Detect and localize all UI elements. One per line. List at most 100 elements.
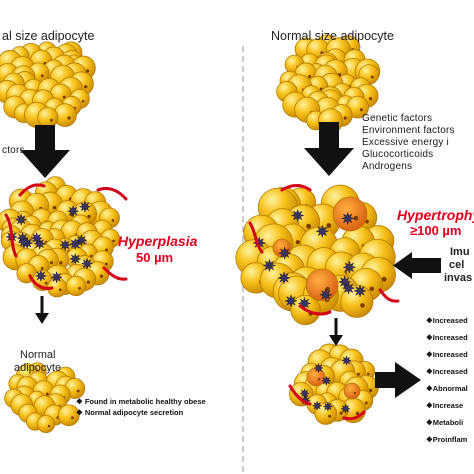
cell-nucleus (45, 392, 49, 396)
left-note-1: ❖ Found in metabolic healthy obese (76, 397, 206, 406)
cell-nucleus (40, 74, 44, 78)
immune-cell (340, 211, 355, 226)
diamond-bullet-icon: ❖ (426, 350, 433, 359)
cell-nucleus (308, 75, 312, 79)
cell-nucleus (356, 372, 360, 376)
hypertrophy-label: Hypertrophy (397, 207, 474, 223)
immune-cell (341, 355, 352, 366)
cell-nucleus (111, 219, 115, 222)
diamond-bullet-icon: ❖ (426, 401, 433, 410)
diamond-bullet-icon: ❖ (426, 333, 433, 342)
immune-cell (80, 257, 94, 270)
outcome-item: ❖Abnormal (426, 384, 468, 393)
right-title: Normal size adipocyte (271, 29, 394, 43)
immune-cell (299, 387, 310, 399)
cell-nucleus (85, 69, 90, 73)
cell-nucleus (295, 240, 300, 245)
cluster-normal-left-bottom (4, 362, 86, 434)
factor-list: Genetic factors Environment factors Exce… (362, 113, 455, 173)
factor-item: Excessive energy i (362, 137, 449, 148)
cluster-normal-left-top (0, 41, 96, 129)
left-title: al size adipocyte (2, 29, 95, 43)
cell-nucleus (81, 99, 85, 103)
adipocyte-cell (37, 107, 59, 129)
diamond-bullet-icon: ❖ (426, 316, 433, 325)
left-arrow-icon (412, 258, 441, 273)
immune-cell (262, 258, 277, 273)
cell-nucleus (40, 266, 44, 270)
cell-nucleus (76, 389, 80, 393)
cluster-inflamed-right-bottom (289, 343, 379, 425)
cell-nucleus (62, 95, 66, 99)
cell-nucleus (87, 214, 91, 219)
immune-cell (313, 362, 325, 374)
diamond-bullet-icon: ❖ (426, 384, 433, 393)
immune-cell (315, 224, 330, 239)
cell-nucleus (359, 108, 363, 112)
immune-cell (78, 200, 92, 214)
hyperplasia-size: 50 µm (136, 250, 174, 265)
cell-nucleus (59, 261, 63, 265)
cell-nucleus (99, 274, 104, 278)
factor-item: Glucocorticoids (362, 149, 434, 160)
cell-nucleus (368, 388, 373, 393)
immune-cell (17, 236, 31, 249)
immune-label-3: invas (444, 272, 473, 284)
immune-cell (353, 284, 367, 298)
down-arrow-icon (304, 122, 354, 176)
cell-nucleus (360, 303, 365, 308)
normal-adipocyte-label-1: Normal (20, 349, 56, 361)
outcome-item: ❖Proinflam (426, 435, 468, 444)
immune-cell (322, 401, 334, 412)
cell-nucleus (70, 416, 74, 420)
outcome-item: ❖Increased (426, 350, 468, 359)
cell-nucleus (47, 424, 51, 428)
immune-cell (34, 269, 48, 283)
cluster-hypertrophy (235, 184, 396, 326)
factor-item: Androgens (362, 161, 413, 172)
immune-cell (68, 237, 82, 251)
outcome-item: ❖Increased (426, 316, 468, 325)
cell-nucleus (78, 287, 81, 290)
diamond-bullet-icon: ❖ (426, 435, 433, 444)
immune-cell (341, 281, 356, 296)
cell-nucleus (52, 205, 57, 210)
immune-cell (277, 270, 291, 285)
outcome-item: ❖Increased (426, 367, 468, 376)
immune-cell (277, 246, 292, 261)
diamond-bullet-icon: ❖ (426, 418, 433, 427)
immune-cell (58, 238, 72, 252)
hyperplasia-label: Hyperplasia (118, 233, 198, 249)
down-arrow-icon (20, 125, 70, 178)
immune-cell (318, 287, 333, 302)
cell-nucleus (49, 118, 53, 122)
cell-nucleus (369, 286, 375, 292)
immune-cell (30, 231, 44, 245)
cell-nucleus (326, 223, 332, 228)
immune-cell (284, 294, 298, 308)
immune-cell (14, 213, 28, 227)
factor-item: Environment factors (362, 125, 455, 136)
cell-nucleus (355, 411, 360, 416)
immune-cell (66, 204, 80, 218)
cluster-normal-right-top (276, 34, 381, 134)
adipocyte-cell (305, 268, 339, 302)
cell-nucleus (328, 414, 332, 418)
cell-nucleus (364, 401, 368, 405)
cell-nucleus (368, 97, 373, 101)
right-arrow-icon (375, 362, 421, 398)
adipocyte-cell (36, 414, 56, 434)
immune-label-2: cel (449, 259, 465, 271)
outcome-item: ❖Increased (426, 333, 468, 342)
immune-cell (342, 260, 357, 275)
outcome-item: ❖Metaboli (426, 418, 464, 427)
adipocyte-cell (65, 275, 87, 297)
cell-nucleus (49, 261, 53, 265)
diamond-bullet-icon: ❖ (76, 397, 83, 406)
adipocyte-cell (57, 404, 80, 427)
cell-nucleus (325, 286, 330, 292)
cell-nucleus (317, 377, 321, 381)
factor-item: Genetic factors (362, 113, 433, 124)
immune-cell (320, 375, 332, 387)
